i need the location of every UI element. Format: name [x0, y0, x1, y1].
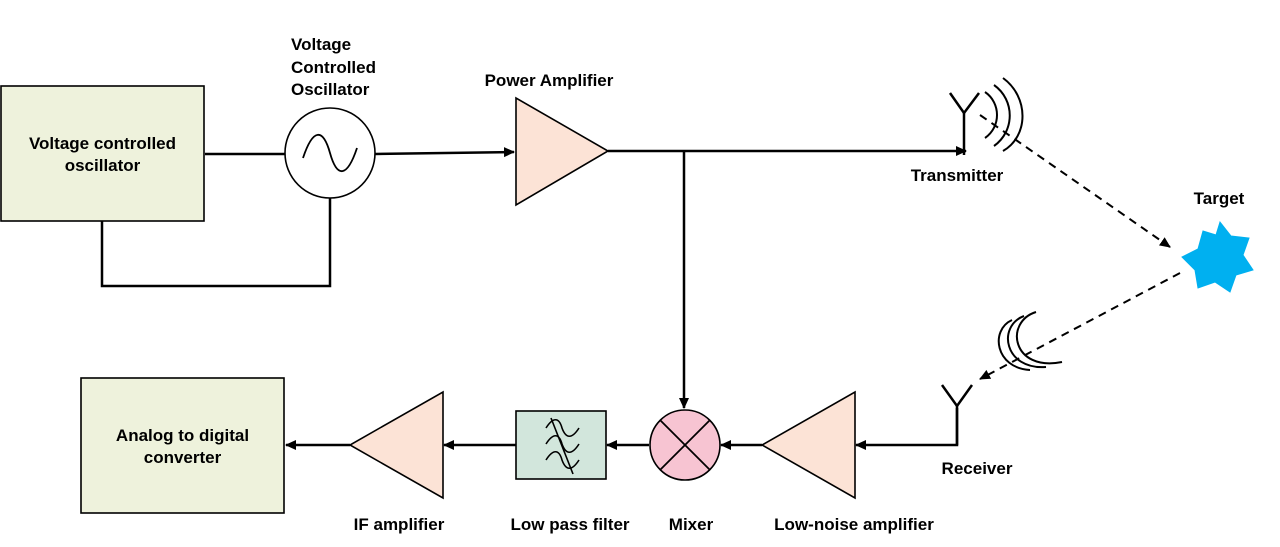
wire-receiver-to-lna [855, 408, 959, 450]
receiver: Receiver [940, 272, 1181, 478]
adc-box-label-line2: converter [144, 448, 222, 467]
vco-box-label-line2: oscillator [65, 156, 141, 175]
wire-oscillator-to-power-amplifier [374, 147, 515, 158]
oscillator-label: Voltage Controlled Oscillator [291, 35, 376, 99]
target-label: Target [1194, 189, 1245, 208]
filter-label: Low pass filter [510, 515, 629, 534]
mixer: Mixer [649, 409, 721, 534]
echo-path [979, 272, 1181, 380]
adc-box: Analog to digital converter [80, 377, 285, 514]
low-pass-filter: Low pass filter [510, 410, 630, 534]
transmitter-antenna-icon [948, 92, 980, 116]
if-amplifier: IF amplifier [348, 390, 445, 534]
echo-wave-icon [997, 311, 1063, 371]
if-amplifier-triangle [348, 390, 444, 500]
transmit-wave-icon [984, 77, 1024, 152]
vco-box: Voltage controlled oscillator [0, 85, 205, 222]
power-amplifier-triangle [515, 96, 610, 207]
receiver-antenna-icon [940, 384, 974, 409]
wire-feedback-loop [100, 197, 332, 288]
low-noise-amplifier: Low-noise amplifier [760, 390, 934, 534]
oscillator-label-line1: Voltage [291, 35, 351, 54]
receiver-label: Receiver [942, 459, 1013, 478]
oscillator-label-line3: Oscillator [291, 80, 370, 99]
power-amplifier: Power Amplifier [485, 71, 614, 207]
target: Target [979, 114, 1254, 293]
mixer-x-icon [659, 419, 711, 471]
transmitter: Transmitter [911, 77, 1024, 185]
mixer-label: Mixer [669, 515, 714, 534]
transmit-path [979, 114, 1171, 248]
target-star-icon [1181, 220, 1254, 293]
transmitter-label: Transmitter [911, 166, 1004, 185]
vco-box-rect [0, 85, 205, 222]
adc-box-rect [80, 377, 285, 514]
lna-triangle [760, 390, 856, 500]
sine-wave-icon [302, 134, 358, 172]
power-amplifier-label: Power Amplifier [485, 71, 614, 90]
oscillator-label-line2: Controlled [291, 58, 376, 77]
oscillator-icon [284, 107, 376, 199]
filter-wave-icon [545, 417, 580, 475]
lna-label: Low-noise amplifier [774, 515, 934, 534]
vco-box-label-line1: Voltage controlled [29, 134, 176, 153]
adc-box-label-line1: Analog to digital [116, 426, 249, 445]
if-amplifier-label: IF amplifier [354, 515, 445, 534]
